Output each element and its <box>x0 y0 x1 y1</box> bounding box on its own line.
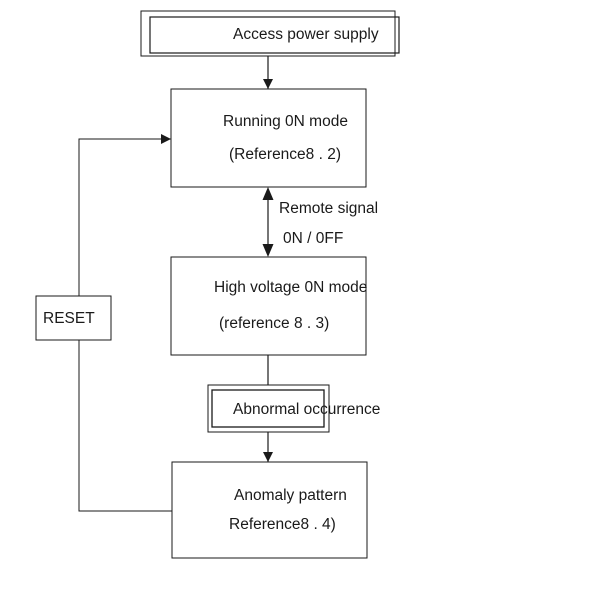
node-high-voltage-on-mode: High voltage 0N mode (reference 8 . 3) <box>170 256 367 356</box>
node-running-on-mode: Running 0N mode (Reference8 . 2) <box>170 88 367 188</box>
node-anomaly-pattern: Anomaly pattern Reference8 . 4) <box>171 461 368 559</box>
node-high-voltage-on-mode-title: High voltage 0N mode <box>214 279 367 296</box>
node-anomaly-pattern-title: Anomaly pattern <box>234 487 347 504</box>
node-running-on-mode-title: Running 0N mode <box>223 113 348 130</box>
node-reset-label: RESET <box>43 310 95 327</box>
connector-anomaly-to-reset <box>78 340 172 512</box>
arrow-head-down <box>262 244 274 257</box>
node-high-voltage-on-mode-reference: (reference 8 . 3) <box>219 315 329 332</box>
edge-label-on-off: 0N / 0FF <box>283 230 343 247</box>
node-access-power-supply: Access power supply <box>140 10 400 57</box>
node-abnormal-occurrence-label: Abnormal occurrence <box>233 401 380 418</box>
arrow-head-up <box>262 187 274 200</box>
arrow-reset-to-running <box>78 134 171 296</box>
node-access-power-supply-label: Access power supply <box>233 26 379 43</box>
node-reset: RESET <box>35 295 112 341</box>
node-running-on-mode-reference: (Reference8 . 2) <box>229 146 341 163</box>
node-anomaly-pattern-reference: Reference8 . 4) <box>229 516 336 533</box>
node-abnormal-occurrence: Abnormal occurrence <box>207 384 380 433</box>
edge-label-remote-signal: Remote signal <box>279 200 378 217</box>
